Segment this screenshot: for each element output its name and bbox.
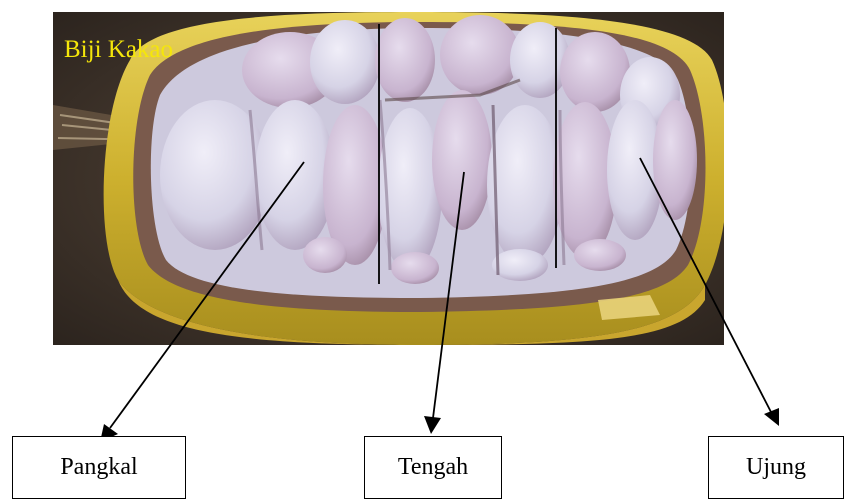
label-box-tengah: Tengah [364, 436, 502, 499]
photo-title: Biji Kakao [64, 36, 173, 63]
label-pangkal: Pangkal [60, 454, 137, 481]
label-box-pangkal: Pangkal [12, 436, 186, 499]
label-box-ujung: Ujung [708, 436, 844, 499]
label-tengah: Tengah [398, 454, 468, 481]
label-ujung: Ujung [746, 454, 806, 481]
